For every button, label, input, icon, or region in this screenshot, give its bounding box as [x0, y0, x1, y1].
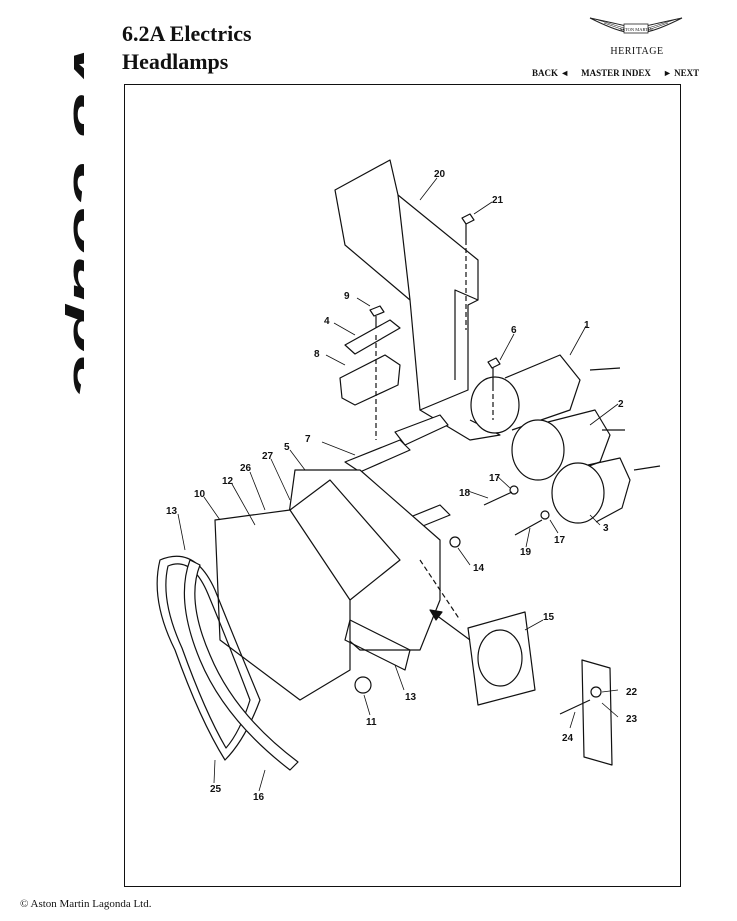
callout-4: 4 [324, 316, 330, 327]
callout-22: 22 [626, 687, 638, 698]
v8-coupe-brand-logo: V8 coupe [64, 40, 84, 400]
back-link[interactable]: BACK ◄ [532, 68, 570, 78]
callout-8: 8 [314, 349, 320, 360]
callout-18: 18 [459, 488, 471, 499]
callout-12: 12 [222, 476, 234, 487]
callout-labels: 1 2 3 4 5 6 7 8 9 10 11 12 13 13 14 15 1… [166, 169, 638, 803]
title-section: 6.2A Electrics [122, 21, 252, 46]
callout-1: 1 [584, 320, 590, 331]
copyright-notice: © Aston Martin Lagonda Ltd. [20, 898, 152, 910]
callout-16: 16 [253, 792, 265, 803]
title-subject: Headlamps [122, 49, 229, 74]
callout-17-upper: 17 [489, 473, 501, 484]
callout-20: 20 [434, 169, 446, 180]
callout-17-lower: 17 [554, 535, 566, 546]
logo-text: ASTON MARTIN [619, 27, 653, 32]
callout-6: 6 [511, 325, 517, 336]
callout-10: 10 [194, 489, 206, 500]
diagram-frame [124, 84, 681, 887]
callout-25: 25 [210, 784, 222, 795]
callout-24: 24 [562, 733, 574, 744]
callout-2: 2 [618, 399, 624, 410]
callout-9: 9 [344, 291, 350, 302]
heritage-label: HERITAGE [610, 46, 664, 57]
callout-7: 7 [305, 434, 311, 445]
callout-23: 23 [626, 714, 638, 725]
master-index-link[interactable]: MASTER INDEX [581, 68, 651, 78]
callout-13-right: 13 [405, 692, 417, 703]
callout-21: 21 [492, 195, 504, 206]
brand-vertical-text: V8 coupe [64, 40, 84, 400]
callout-11: 11 [366, 717, 377, 728]
callout-3: 3 [603, 523, 609, 534]
callout-26: 26 [240, 463, 252, 474]
next-link[interactable]: ► NEXT [662, 68, 700, 78]
callout-13-left: 13 [166, 506, 178, 517]
callout-27: 27 [262, 451, 274, 462]
page-navigation: BACK ◄ MASTER INDEX ► NEXT [532, 68, 699, 78]
callout-5: 5 [284, 442, 290, 453]
page-title: 6.2A Electrics Headlamps [122, 20, 252, 76]
callout-14: 14 [473, 563, 485, 574]
callout-15: 15 [543, 612, 555, 623]
callout-19: 19 [520, 547, 532, 558]
aston-martin-wings-logo: ASTON MARTIN [589, 17, 683, 34]
